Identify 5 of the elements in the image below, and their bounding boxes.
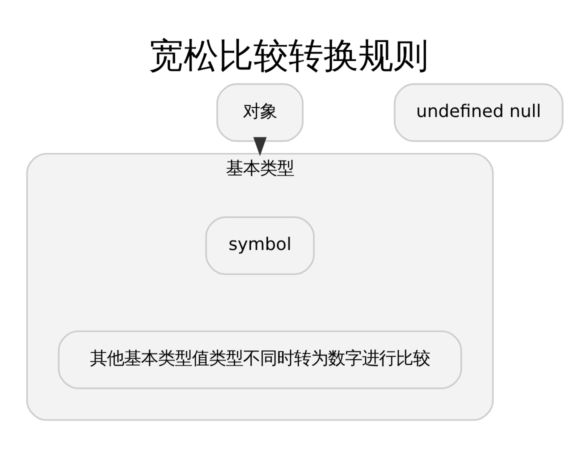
node-box: symbol: [205, 216, 315, 274]
node-box: 其他基本类型值类型不同时转为数字进行比较: [58, 330, 462, 389]
diagram-title: 宽松比较转换规则: [148, 36, 428, 76]
node-box: undefined null: [394, 82, 564, 142]
arrow: [253, 136, 267, 156]
